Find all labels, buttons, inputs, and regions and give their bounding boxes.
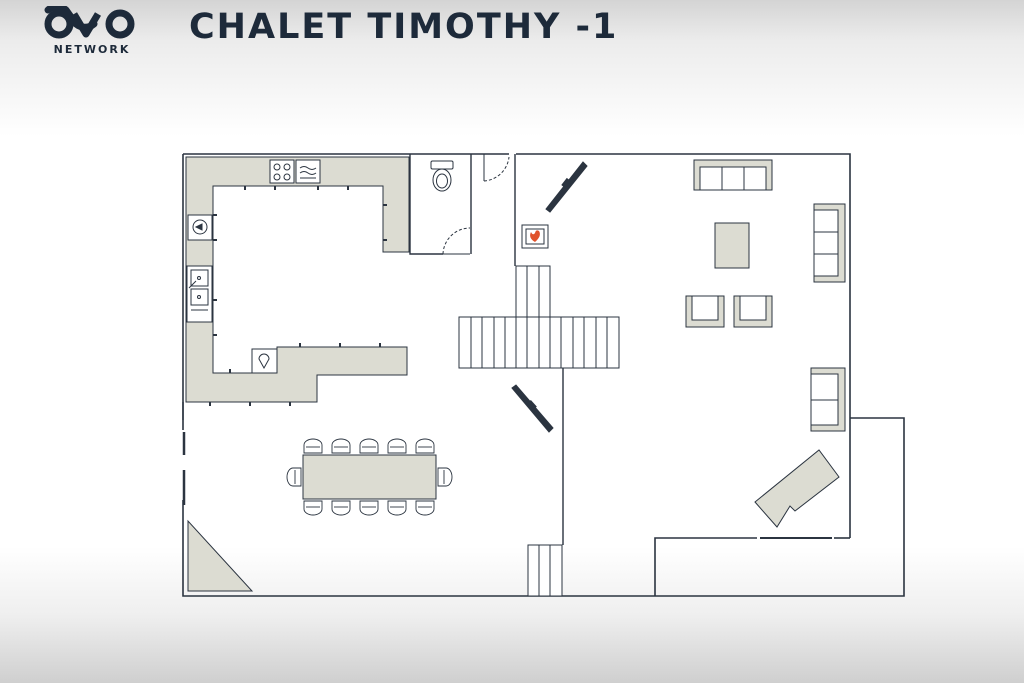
armchair bbox=[733, 295, 773, 328]
staircase bbox=[458, 265, 620, 597]
cooktop-icon bbox=[269, 159, 295, 184]
tv-icon bbox=[511, 384, 554, 433]
corner-unit bbox=[187, 519, 254, 592]
sink-icon bbox=[186, 265, 213, 323]
toilet-icon bbox=[430, 160, 454, 192]
brand-logo[interactable]: NETWORK bbox=[44, 6, 138, 56]
sofa-right bbox=[813, 203, 846, 283]
tv-icon bbox=[545, 161, 588, 213]
loveseat bbox=[810, 367, 846, 432]
counter-ticks bbox=[209, 186, 387, 406]
oven-icon bbox=[295, 159, 321, 184]
coffee-table bbox=[714, 222, 750, 269]
logo-text: NETWORK bbox=[53, 43, 131, 56]
sofa-top bbox=[693, 159, 773, 191]
outer-walls bbox=[182, 153, 905, 597]
dining-chairs bbox=[286, 438, 453, 516]
sectional-sofa bbox=[754, 449, 840, 528]
interior-walls bbox=[182, 154, 564, 545]
dining-table bbox=[302, 454, 437, 500]
door-swing-icon bbox=[442, 154, 510, 255]
fireplace-icon bbox=[521, 224, 549, 249]
kitchen-counter bbox=[185, 156, 410, 403]
armchair bbox=[685, 295, 725, 328]
island-sink-icon bbox=[251, 348, 278, 374]
dishwasher-icon bbox=[187, 214, 213, 241]
page-title: CHALET TIMOTHY -1 bbox=[189, 7, 619, 47]
logo-mark-icon bbox=[44, 6, 135, 39]
